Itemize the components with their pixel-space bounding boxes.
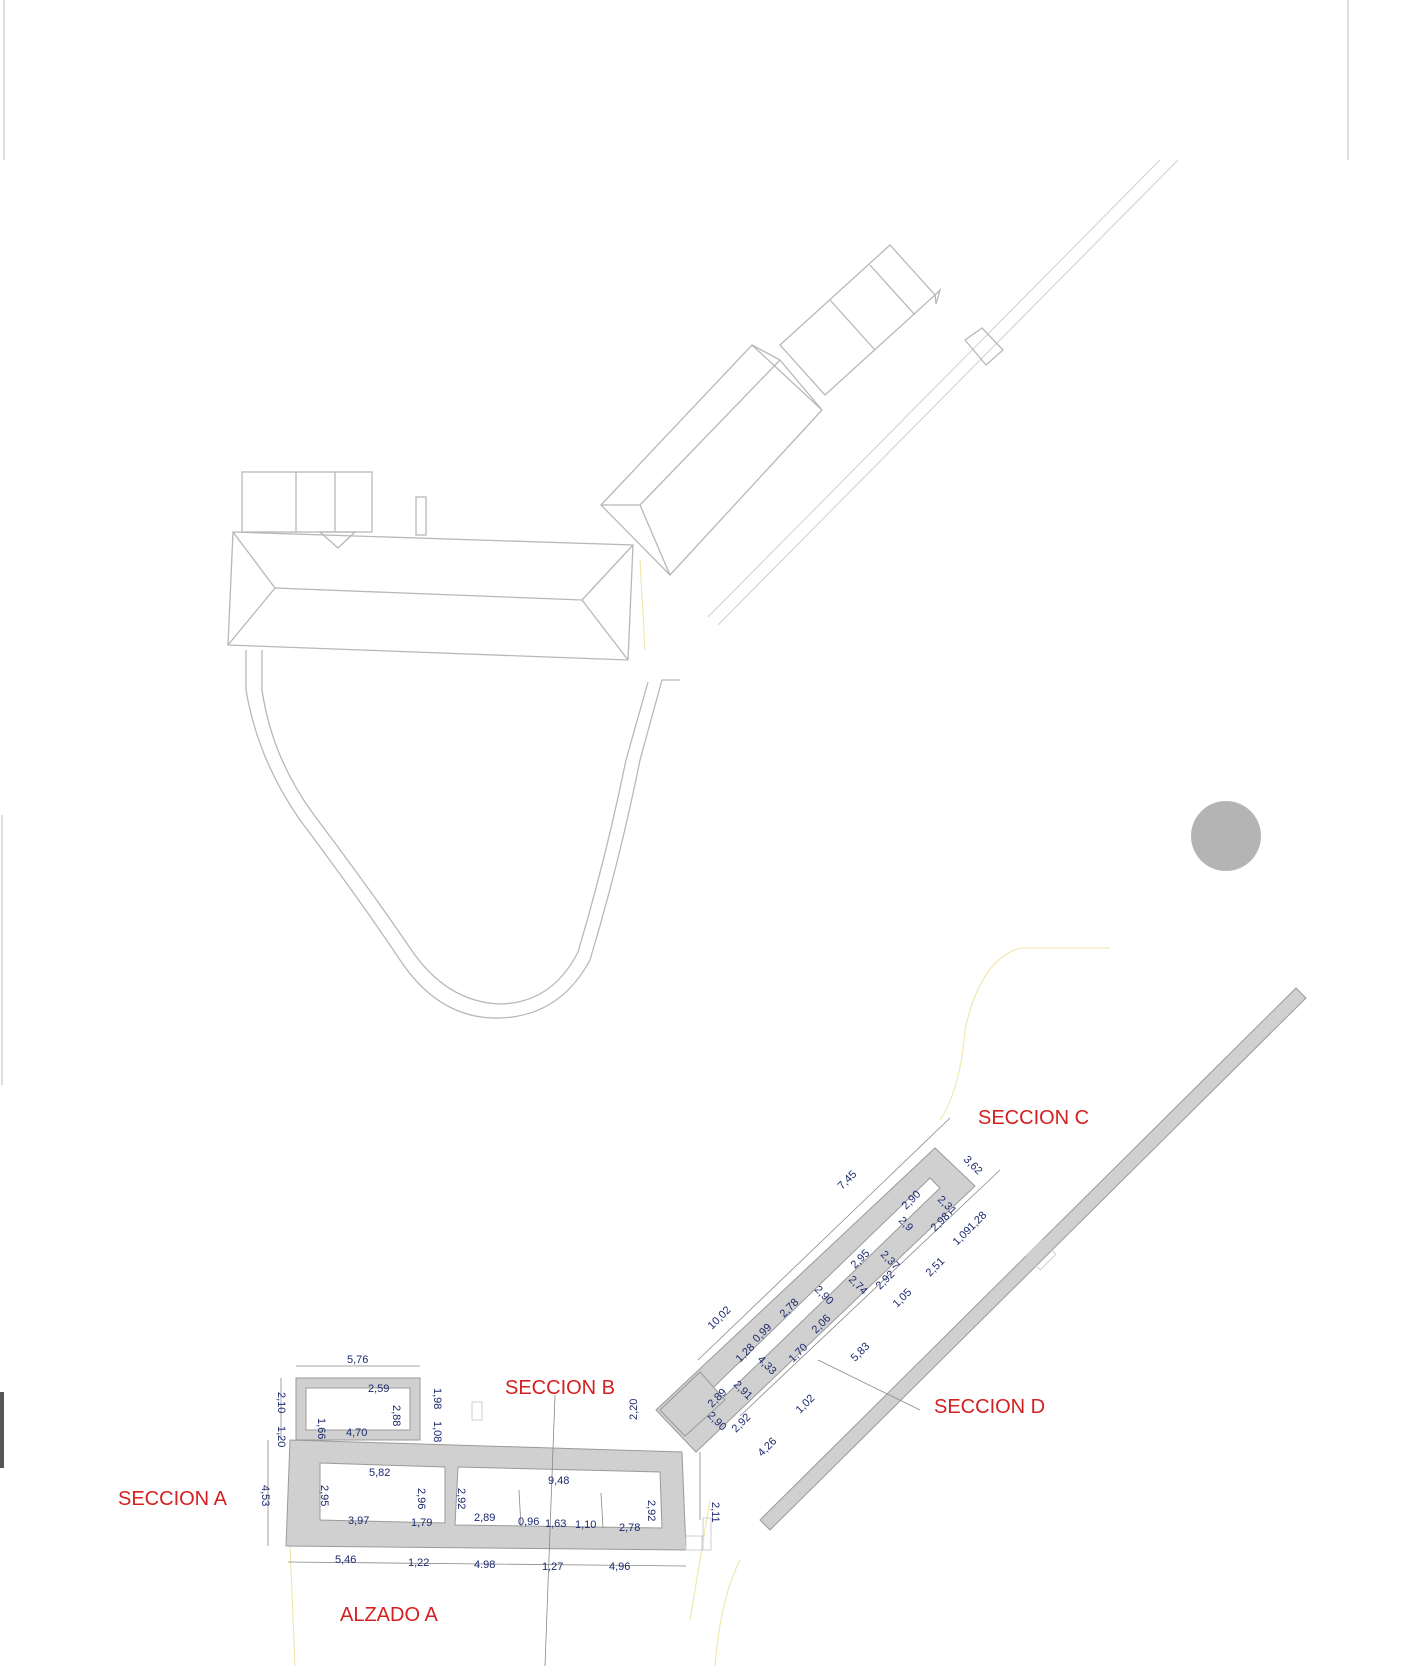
dimension-label: 1,08 <box>431 1421 443 1442</box>
surveyed-plan <box>267 987 1307 1666</box>
dimension-label: 1,63 <box>545 1518 566 1530</box>
dimension-label: 2,89 <box>474 1512 495 1524</box>
dimension-label: 2,51 <box>924 1255 948 1279</box>
seccion-c-label: SECCION C <box>978 1107 1089 1129</box>
dimension-label: 4,70 <box>346 1427 367 1439</box>
dimension-label: 4.98 <box>474 1559 495 1571</box>
dimension-label: 5,82 <box>369 1467 390 1479</box>
dimension-label: 4,96 <box>609 1561 630 1573</box>
dimension-label: 10,02 <box>706 1304 734 1332</box>
frame-left-mark <box>0 1392 4 1468</box>
dimension-label: 3,62 <box>961 1154 985 1178</box>
dimension-label: 2,10 <box>275 1392 287 1413</box>
dimension-label: 2,88 <box>390 1405 402 1426</box>
dimension-label: 2,92 <box>645 1500 657 1521</box>
dimension-label: 5,76 <box>347 1354 368 1366</box>
dimension-label: 2,20 <box>628 1399 640 1420</box>
upper-buildings <box>227 159 1179 1019</box>
dimension-label: 7,45 <box>836 1168 860 1192</box>
dimension-label: 2,92 <box>455 1488 467 1509</box>
seccion-b-label: SECCION B <box>505 1377 615 1399</box>
dimension-label: 1,79 <box>411 1517 432 1529</box>
dimension-label: 4,26 <box>756 1435 780 1459</box>
dimension-label: 1,66 <box>315 1418 327 1439</box>
seccion-a-label: SECCION A <box>118 1488 228 1510</box>
dimension-label: 2,96 <box>415 1488 427 1509</box>
dimension-label: 1,27 <box>542 1561 563 1573</box>
dimension-label: 1,20 <box>275 1426 287 1447</box>
dimension-label: 1,05 <box>891 1286 915 1310</box>
dimension-label: 0,96 <box>518 1516 539 1528</box>
seccion-d-label: SECCION D <box>934 1396 1045 1418</box>
dimension-label: 5,83 <box>849 1340 873 1364</box>
dimension-label: 3,97 <box>348 1515 369 1527</box>
dimension-label: 1,02 <box>794 1392 818 1416</box>
dimension-label: 2,59 <box>368 1383 389 1395</box>
dimension-label: 2,95 <box>318 1485 330 1506</box>
dimension-label: 1,10 <box>575 1519 596 1531</box>
dimension-label: 9,48 <box>548 1475 569 1487</box>
dimension-label: 2,78 <box>619 1522 640 1534</box>
dimension-label: 1,98 <box>431 1388 443 1409</box>
dimension-label: 5,46 <box>335 1554 356 1566</box>
alzado-a-label: ALZADO A <box>340 1604 438 1626</box>
terrain-contours <box>289 947 1110 1666</box>
dimension-label: 1,22 <box>408 1557 429 1569</box>
dimension-label: 4,53 <box>259 1485 271 1506</box>
dimension-label: 2,11 <box>709 1502 721 1523</box>
grey-circle-marker <box>1191 801 1261 871</box>
